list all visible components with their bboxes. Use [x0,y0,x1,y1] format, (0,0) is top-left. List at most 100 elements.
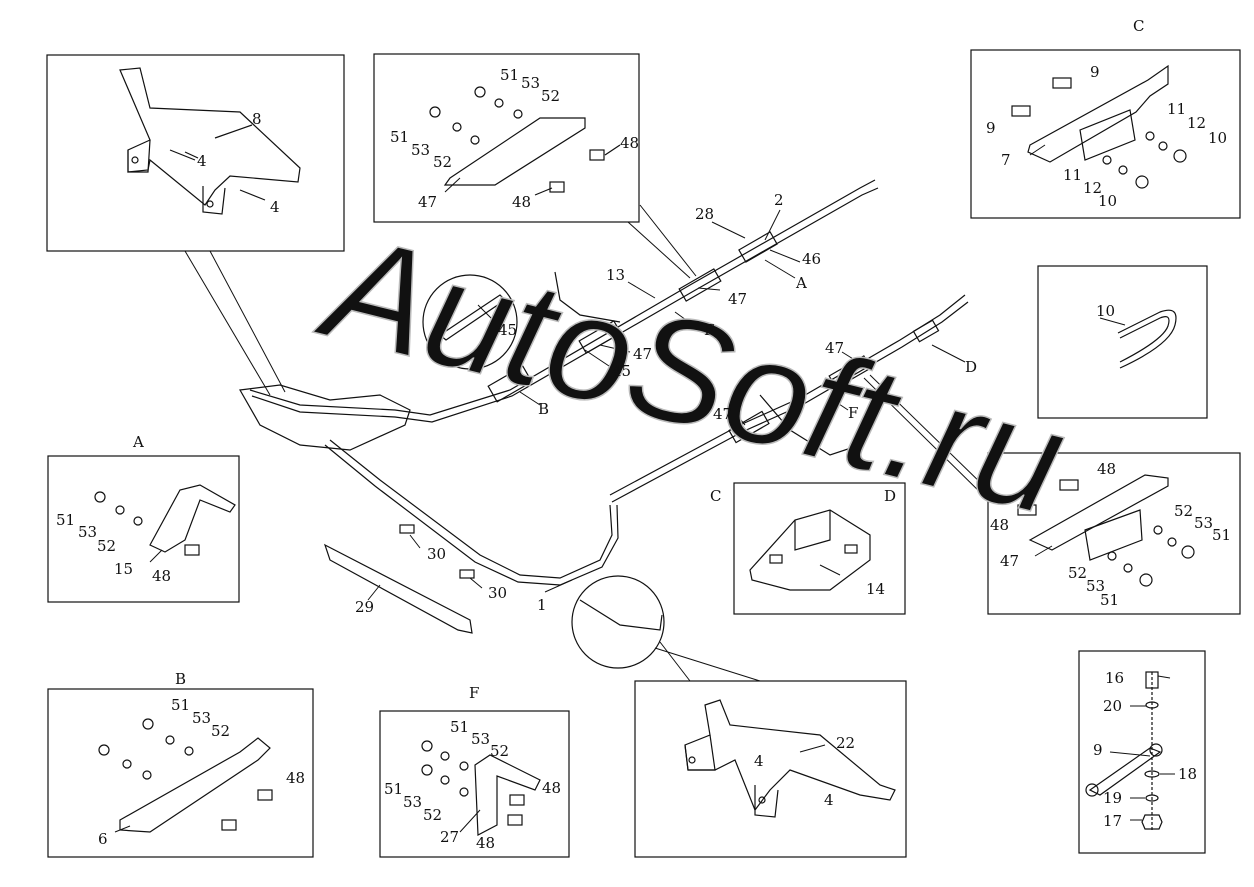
label-48: 48 [512,193,531,211]
panel-a [47,455,240,603]
panel-bracket-22 [634,680,907,858]
caption-c: C [710,487,721,505]
label-51: 51 [384,780,403,798]
leader-30a [409,534,421,549]
nut [474,86,486,98]
label-19: 19 [1103,789,1122,807]
bolt-16 [1145,671,1159,689]
panel-frame [1037,265,1208,419]
nut [98,744,110,756]
label-48: 48 [476,834,495,852]
label-27: 27 [440,828,459,846]
label-52: 52 [423,806,442,824]
label-51: 51 [450,718,469,736]
bracket-29 [323,543,473,634]
label-53: 53 [411,141,430,159]
panel-frame [373,53,640,223]
caption-d: D [884,487,896,505]
label-11: 11 [1167,100,1186,118]
panel-frame [634,680,907,858]
washer [133,516,143,526]
label-4: 4 [824,791,834,809]
label-29: 29 [355,598,374,616]
branch-wire [554,271,621,323]
bracket-tab-left [127,139,151,173]
leader-6 [114,825,131,833]
label-51: 51 [500,66,519,84]
washer [115,505,125,515]
leader [604,144,621,156]
label-f: F [848,404,858,422]
caption-c: C [1133,17,1144,35]
label-52: 52 [541,87,560,105]
hole [688,756,696,764]
panel-frame [733,482,906,615]
leader-1 [544,579,573,593]
label-48: 48 [620,134,639,152]
leader-27 [459,809,481,833]
washer [452,122,462,132]
washer-11 [1145,131,1155,141]
label-47: 47 [825,339,844,357]
cable-tie-45 [438,294,506,341]
washer [459,761,469,771]
leader-15 [149,549,163,563]
label-4: 4 [197,152,207,170]
bolt-48 [184,544,200,556]
leader-F1 [674,311,701,331]
connector-cluster [239,384,411,451]
label-46: 46 [802,250,821,268]
bracket-tab-right [754,785,779,818]
plate-7 [1027,64,1169,163]
label-9: 9 [1093,741,1103,759]
leader-7 [1029,144,1046,156]
nut [421,764,433,776]
leader-47b [599,344,631,353]
leader-panel-8 [184,250,271,396]
panel-frame [46,54,345,252]
clamp-47 [678,268,722,302]
label-47: 47 [713,405,732,423]
harness-upper-a [249,179,876,416]
bolt-48 [257,789,273,801]
leader-panel-22 [654,647,761,682]
label-4: 4 [270,198,280,216]
leader-panel-8 [209,250,286,393]
label-47: 47 [1000,552,1019,570]
washer [1123,563,1133,573]
bracket-14-wall [794,510,831,551]
label-22: 22 [836,734,855,752]
plate-47-flange [1084,509,1143,561]
panel-frame [987,452,1241,615]
leader-10-clip [1099,317,1126,326]
washer [459,787,469,797]
leader [534,187,553,196]
bolt-48 [221,819,237,831]
link-9-eye [1085,783,1099,797]
hole [206,200,214,208]
leader-D [931,344,966,363]
label-52: 52 [433,153,452,171]
label-53: 53 [78,523,97,541]
nut [429,106,441,118]
label-b: B [538,400,549,418]
leader-13 [627,281,656,299]
washer [513,109,523,119]
bracket-plate [119,67,301,206]
label-30: 30 [488,584,507,602]
leader-29 [367,584,381,601]
washer [1167,537,1177,547]
nut [1139,573,1153,587]
panel-bracket-8 [46,54,345,252]
washer-12 [1158,141,1168,151]
panel-frame [47,455,240,603]
label-52: 52 [211,722,230,740]
panel-b [47,688,314,858]
label-9: 9 [1090,63,1100,81]
leader-panel-top-mid [639,204,697,277]
label-48: 48 [542,779,561,797]
panel-f [379,710,570,858]
leader-47-right [1034,545,1053,557]
bracket-15 [149,484,236,553]
label-53: 53 [1086,577,1105,595]
